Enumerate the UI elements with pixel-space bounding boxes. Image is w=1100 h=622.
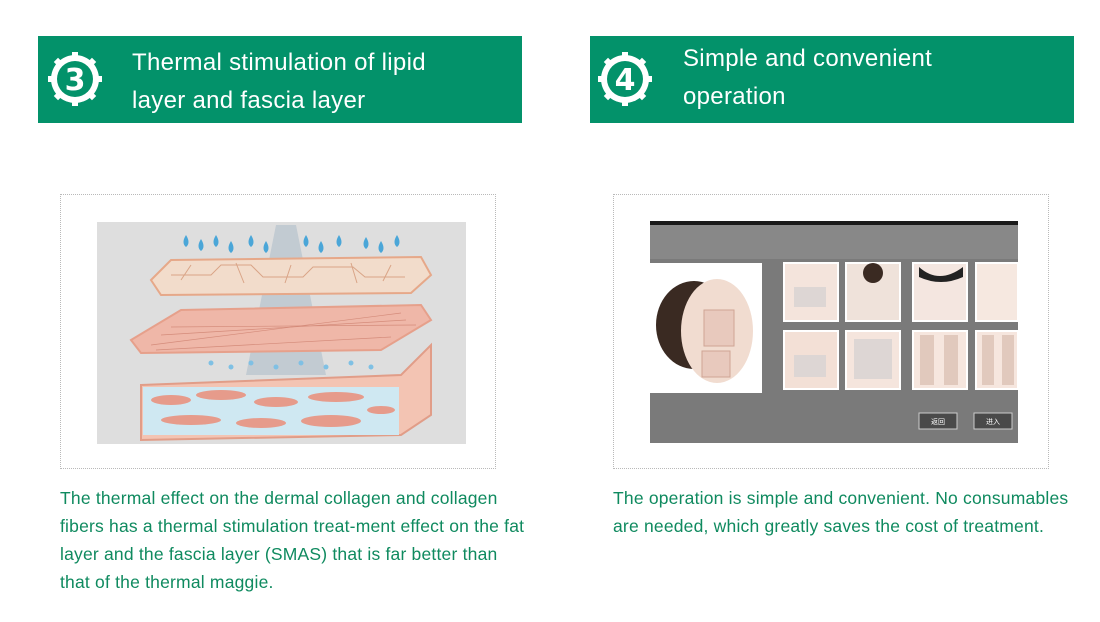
section-3-description: The thermal effect on the dermal collage… (60, 488, 525, 592)
enter-button[interactable]: 进入 (973, 412, 1013, 430)
section-4-title: Simple and convenient operation (683, 40, 932, 116)
section-4-banner: 4 Simple and convenient operation (590, 36, 1074, 123)
device-screen-frame: 返回 进入 (613, 194, 1049, 469)
section-3-title: Thermal stimulation of lipid layer and f… (132, 44, 426, 120)
section-3-banner: 3 Thermal stimulation of lipid layer and… (38, 36, 522, 123)
back-button[interactable]: 返回 (918, 412, 958, 430)
section-4-description: The operation is simple and convenient. … (613, 488, 1069, 536)
skin-layers-illustration-frame (60, 194, 496, 469)
number-3-gear-icon: 3 (48, 52, 102, 106)
device-screen: 返回 进入 (650, 221, 1019, 443)
section-4-number: 4 (615, 63, 636, 98)
section-4-title-line1: Simple and convenient (683, 45, 933, 72)
water-drops-icon (183, 235, 400, 253)
section-4-title-line2: operation (683, 83, 786, 110)
back-button-label: 返回 (931, 418, 945, 426)
section-3-number: 3 (65, 63, 86, 98)
section-3-title-line2: layer and fascia layer (132, 87, 366, 114)
body-area-thumbnails (783, 262, 1019, 390)
section-3-title-line1: Thermal stimulation of lipid (132, 49, 426, 76)
skin-layers-illustration (97, 222, 466, 444)
number-4-gear-icon: 4 (598, 52, 652, 106)
enter-button-label: 进入 (986, 418, 1000, 426)
